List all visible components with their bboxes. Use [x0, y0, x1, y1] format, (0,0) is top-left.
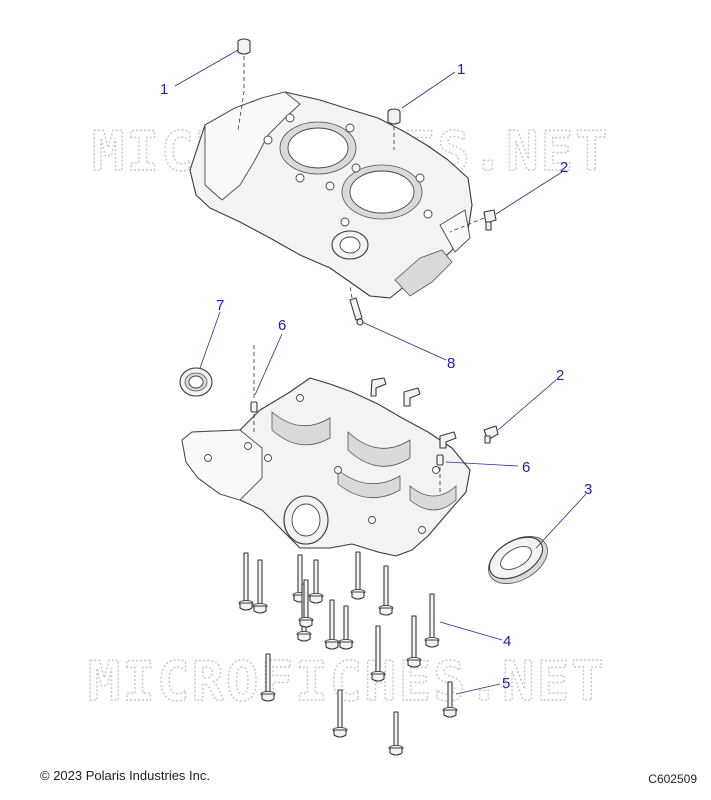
oil-seal-3 [488, 536, 548, 584]
callout-1-left: 1 [160, 81, 168, 98]
dowel-pin-upper-right [387, 108, 401, 125]
leader-6a [254, 333, 283, 396]
bolt [378, 565, 394, 616]
callout-5: 5 [502, 675, 510, 692]
callout-4: 4 [503, 633, 511, 650]
bolt [370, 625, 386, 682]
leader-2b [497, 379, 557, 431]
leader-1a [174, 49, 239, 87]
fitting-lower-2 [483, 425, 499, 444]
bolt [324, 599, 340, 650]
leader-5 [455, 683, 501, 695]
callout-6-lower: 6 [522, 459, 530, 476]
leader-4 [439, 621, 503, 641]
upper-crankcase [189, 91, 473, 299]
callout-6-upper: 6 [278, 317, 286, 334]
elbow-fitting-c [439, 431, 457, 449]
dowel-pin-lower-left [250, 401, 258, 413]
callout-8: 8 [447, 355, 455, 372]
bolt [308, 559, 324, 604]
fitting-dash-upper [449, 217, 485, 233]
copyright-text: © 2023 Polaris Industries Inc. [40, 768, 210, 783]
callout-2-lower: 2 [556, 367, 564, 384]
elbow-fitting-b [403, 387, 421, 407]
bolt [298, 579, 314, 628]
fitting-upper [483, 209, 497, 231]
fitting-8 [349, 297, 364, 326]
bolt [388, 711, 404, 756]
bolt [260, 653, 276, 702]
leader-6b [445, 461, 519, 467]
leader-7 [199, 311, 221, 369]
elbow-fitting-a [370, 377, 387, 397]
bolt [338, 605, 354, 650]
callout-7: 7 [216, 297, 224, 314]
leader-3 [535, 493, 587, 549]
leader-1b [401, 71, 456, 109]
oil-seal-7 [179, 367, 213, 397]
callout-2-upper: 2 [560, 159, 568, 176]
bolt [424, 593, 440, 648]
leader-8 [361, 321, 447, 361]
bolt [442, 681, 458, 718]
leader-2a [495, 171, 563, 215]
bolt [238, 552, 254, 611]
bolt [350, 551, 366, 600]
bolt [406, 615, 422, 668]
bolt [252, 559, 268, 614]
lower-crankcase [181, 377, 471, 557]
callout-3: 3 [584, 481, 592, 498]
bolt [332, 689, 348, 738]
dowel-pin-upper-left [237, 38, 251, 55]
dowel-dash-left [237, 56, 245, 131]
fitting-8-dash [349, 284, 353, 299]
callout-1-right: 1 [457, 61, 465, 78]
watermark-bottom: MICROFICHES.NET [88, 650, 606, 713]
bolt-group [238, 551, 458, 756]
drawing-code: C602509 [648, 772, 697, 786]
dowel-pin-lower-right [436, 454, 444, 466]
